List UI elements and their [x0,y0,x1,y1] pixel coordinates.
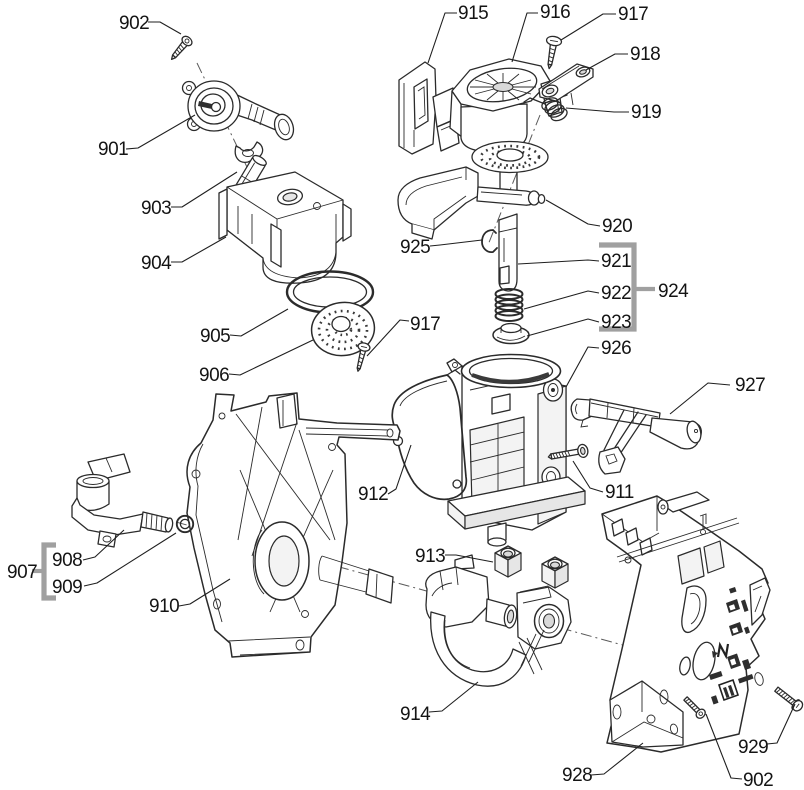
label-928: 928 [562,765,592,786]
dispersion-disc [471,140,549,192]
part-914-outlet-duct [425,554,572,687]
part-902-screw-bottom [683,696,706,719]
leader-919 [565,107,629,113]
label-922: 922 [601,283,631,304]
leader-918 [585,53,628,71]
leader-912 [387,444,412,495]
panel-molded-glyphs [709,587,754,705]
label-901: 901 [98,139,128,160]
leader-920 [545,199,601,227]
part-917-screw-top [545,35,563,70]
part-925-wire-clip [481,229,498,254]
label-914: 914 [400,704,431,725]
label-921: 921 [601,251,631,272]
part-928-side-panel [601,491,771,753]
leader-917-mid [366,319,410,357]
part-915-cover-plate [398,61,437,155]
part-908-steam-valve [71,453,174,548]
leader-903 [171,171,238,208]
part-919-spring [523,97,568,122]
leader-914 [428,681,479,713]
leader-927 [669,382,731,415]
leader-921 [517,259,600,265]
leader-910 [178,578,231,607]
funnel-radial-lines [470,73,536,101]
label-925: 925 [400,237,430,258]
label-911: 911 [605,482,634,503]
part-923-seal-cup [492,322,530,345]
label-904: 904 [141,253,172,274]
leader-928 [590,742,644,776]
leader-925 [429,239,483,247]
label-909: 909 [52,577,82,598]
part-913-square-nuts [494,545,569,589]
label-917-mid: 917 [410,314,440,335]
label-927: 927 [735,375,765,396]
leader-913 [445,554,494,563]
nut-1 [494,545,522,578]
leader-911 [572,460,604,493]
part-902-screw-top [170,35,193,61]
label-912: 912 [358,484,388,505]
part-918-latch-bar [538,63,594,113]
label-902-top: 902 [119,13,149,34]
label-923: 923 [601,312,631,333]
nut-2 [541,556,569,589]
label-919: 919 [631,102,661,123]
label-903: 903 [141,198,171,219]
label-913: 913 [415,546,445,567]
part-901-valve-assembly [181,80,295,163]
leader-lines [82,12,796,780]
label-910: 910 [149,596,179,617]
part-904-valve-housing [218,171,352,284]
label-924: 924 [658,281,689,302]
label-917-top: 917 [618,4,648,25]
label-906: 906 [199,365,229,386]
bracket-907-group [32,542,56,601]
part-926-brew-chamber [446,353,586,547]
part-929-screw [774,686,804,712]
part-906-filter-disc [310,301,376,357]
label-905: 905 [200,326,230,347]
leader-923 [526,318,600,337]
label-926: 926 [601,338,631,359]
leader-904 [171,236,227,263]
label-916: 916 [540,2,570,23]
label-918: 918 [630,44,660,65]
part-911-screw [547,443,589,460]
leader-917-top [560,13,616,41]
leader-908 [82,529,125,561]
leader-902-bottom [705,713,743,780]
bracket-924-group [599,242,655,332]
label-907: 907 [7,562,37,583]
leader-926 [565,346,600,388]
leader-901 [125,114,196,150]
label-915: 915 [458,3,488,24]
part-912-gasket [391,369,468,501]
leader-922 [523,290,600,310]
part-909-oring [175,514,195,534]
leader-929 [766,703,796,745]
callout-labels: 902 901 903 904 905 906 917 915 916 917 … [7,2,774,790]
leader-906 [228,339,314,376]
leader-909 [83,532,177,587]
part-910-main-frame [186,392,401,658]
label-902-bottom: 902 [743,770,773,790]
leader-905 [229,308,289,337]
part-922-spring [494,288,524,322]
leader-916 [511,12,538,63]
label-920: 920 [602,216,632,237]
leader-915 [427,12,457,64]
part-920-support-tray [397,166,546,240]
label-929: 929 [738,737,768,758]
part-921-piston [498,213,518,292]
part-917-screw-mid [356,342,371,372]
label-908: 908 [52,550,82,571]
leader-902-top [148,21,182,35]
part-927-lever-arm [570,398,702,475]
